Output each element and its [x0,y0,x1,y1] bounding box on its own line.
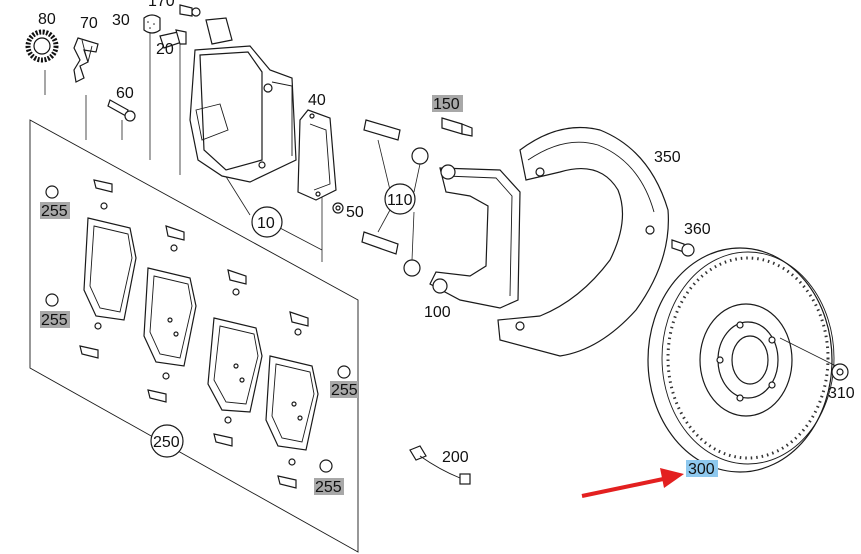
label-10: 10 [257,215,275,232]
label-255a: 255 [41,203,68,220]
screw-310 [779,337,849,381]
highlight-255c [330,381,358,398]
label-300: 300 [688,461,715,478]
highlight-150 [432,95,463,112]
bolt-150 [441,117,473,137]
bolts-110 [361,119,429,277]
pad-kit-contents [45,179,351,489]
bolt-60 [107,99,136,122]
highlight-255a [40,202,70,219]
label-255b: 255 [41,312,68,329]
caliper-housing-10 [189,17,297,183]
label-200: 200 [442,449,469,466]
caliper-bracket-100 [429,164,521,309]
guide-pin-20 [159,29,187,49]
label-360: 360 [684,221,711,238]
label-110: 110 [387,192,413,209]
red-arrow-icon [581,468,684,498]
callout-circle-110 [384,183,416,215]
wear-sensor-200 [409,445,471,485]
screw-50 [332,202,344,214]
label-255c: 255 [331,382,358,399]
dust-cap-30 [143,14,161,34]
highlight-255d [314,478,344,495]
brake-disc-300 [647,247,835,473]
label-60: 60 [116,85,134,102]
label-50: 50 [346,204,364,221]
label-150: 150 [433,96,460,113]
label-30: 30 [112,12,130,29]
label-310: 310 [828,385,855,402]
bolt-360 [671,239,695,257]
callout-circle-10 [251,206,283,238]
seal-ring-80 [25,29,59,63]
label-170: 170 [148,0,175,10]
label-255d: 255 [315,479,342,496]
label-80: 80 [38,11,56,28]
pad-kit-outline [29,119,359,553]
label-250: 250 [153,434,180,451]
highlight-255b [40,311,70,328]
label-100: 100 [424,304,451,321]
spring-clip-70 [73,37,99,83]
label-20: 20 [156,41,174,58]
splash-shield-350 [497,126,669,357]
bleed-screw-170 [179,4,201,17]
brake-pad-40 [297,109,337,201]
highlight-300 [686,460,718,477]
label-350: 350 [654,149,681,166]
label-70: 70 [80,15,98,32]
label-40: 40 [308,92,326,109]
callout-circle-250 [150,424,184,458]
